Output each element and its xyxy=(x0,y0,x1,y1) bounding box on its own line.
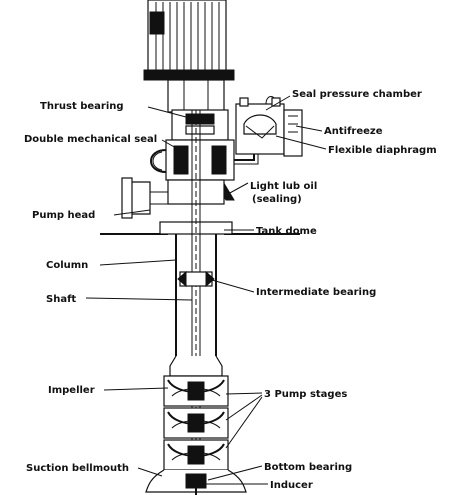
motor xyxy=(143,0,235,81)
leader-lines xyxy=(85,95,327,485)
antifreeze-tank xyxy=(283,109,303,157)
column xyxy=(175,234,217,356)
intermediate-bearing xyxy=(177,270,215,288)
label-tank-dome: Tank dome xyxy=(256,226,317,237)
label-pump-stages: 3 Pump stages xyxy=(264,389,347,400)
label-flexible-diaphragm: Flexible diaphragm xyxy=(328,145,437,156)
label-thrust-bearing: Thrust bearing xyxy=(40,101,124,112)
motor-stand xyxy=(167,79,225,113)
pump-stage-1 xyxy=(163,375,229,407)
label-bottom-bearing: Bottom bearing xyxy=(264,462,352,473)
label-seal-pressure-chamber: Seal pressure chamber xyxy=(292,89,422,100)
label-intermediate-bearing: Intermediate bearing xyxy=(256,287,376,298)
label-sealing: (sealing) xyxy=(252,194,302,205)
pump-stage-2 xyxy=(163,407,229,439)
label-column: Column xyxy=(46,260,88,271)
label-pump-head: Pump head xyxy=(32,210,95,221)
label-inducer: Inducer xyxy=(270,480,313,491)
pump-stage-3 xyxy=(163,439,229,471)
label-suction-bellmouth: Suction bellmouth xyxy=(26,463,129,474)
label-light-lub-oil: Light lub oil xyxy=(250,181,317,192)
label-double-mechanical-seal: Double mechanical seal xyxy=(24,134,157,145)
label-shaft: Shaft xyxy=(46,294,76,305)
label-antifreeze: Antifreeze xyxy=(324,126,383,137)
inducer xyxy=(185,473,207,495)
transition xyxy=(169,355,223,377)
seal-pressure-chamber xyxy=(235,96,285,155)
label-impeller: Impeller xyxy=(48,385,95,396)
